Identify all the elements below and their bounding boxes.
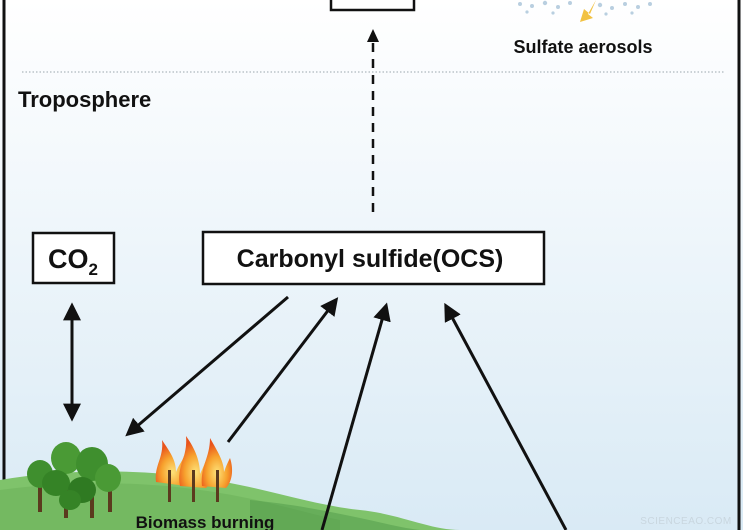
ocs-uptake-by-plants-arrow bbox=[125, 295, 289, 437]
ocs-box bbox=[201, 230, 546, 286]
troposphere-label: Troposphere bbox=[18, 87, 151, 112]
co2-box bbox=[31, 231, 116, 285]
soil-emission-arrow bbox=[320, 302, 391, 530]
sulfate-aerosols-label: Sulfate aerosols bbox=[513, 37, 652, 57]
co2-label-main: CO bbox=[48, 244, 89, 274]
co2-label-subscript: 2 bbox=[89, 260, 98, 279]
aerosol-arrow-icon bbox=[580, 0, 596, 22]
ocean-emission-arrow bbox=[444, 302, 568, 530]
biomass-burning-label: Biomass burning bbox=[136, 513, 275, 530]
biomass-burning-emission-arrow bbox=[226, 297, 339, 443]
watermark-text: SCIENCEAO.COM bbox=[640, 516, 732, 527]
stratosphere-box-partial bbox=[329, 0, 416, 12]
dashed-arrow-head bbox=[367, 29, 379, 42]
fire-icon bbox=[155, 436, 233, 502]
land-hill-dark bbox=[250, 500, 420, 530]
aerosol-particles bbox=[518, 0, 652, 16]
forest-trees bbox=[27, 442, 121, 518]
co2-label: CO2 bbox=[48, 244, 98, 279]
ocs-label: Carbonyl sulfide(OCS) bbox=[237, 245, 504, 273]
